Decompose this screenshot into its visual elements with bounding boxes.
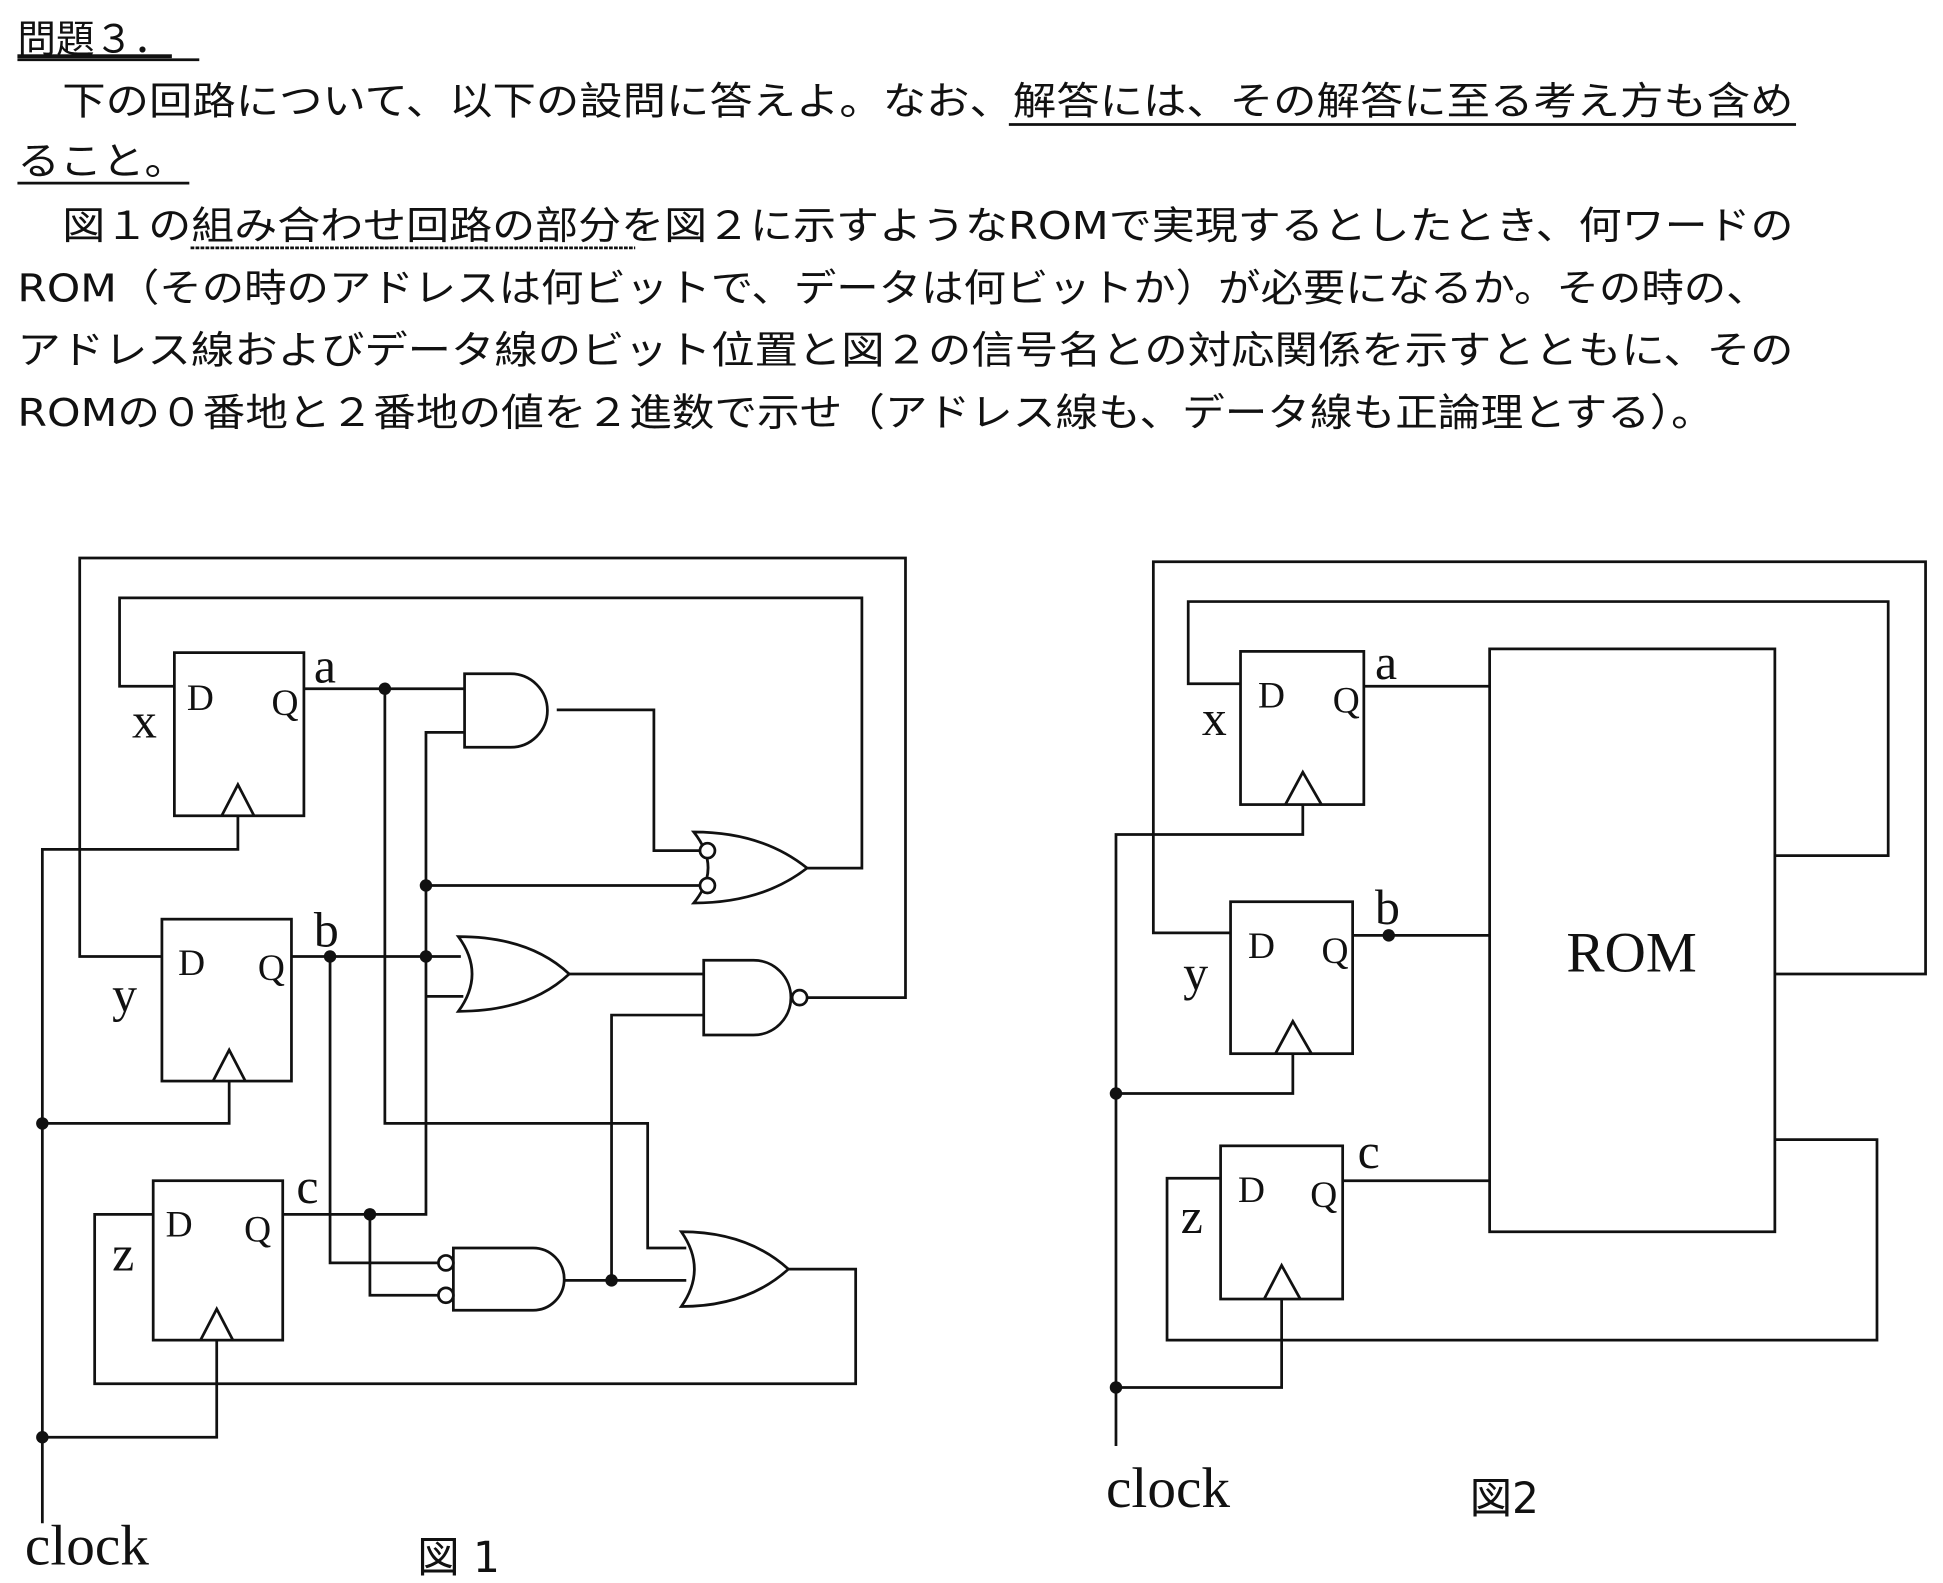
clock-wire xyxy=(1114,804,1305,1446)
clock-label: clock xyxy=(25,1514,149,1577)
line1-underlined: 解答には、その解答に至る考え方も含め xyxy=(1013,80,1794,125)
output-label-a: a xyxy=(1375,635,1397,690)
junction-dot xyxy=(323,950,337,963)
figure-2-caption: 図2 xyxy=(1470,1474,1539,1523)
clock-triangle-icon xyxy=(220,781,256,817)
wire-or3-to-z xyxy=(93,1212,858,1386)
flipflop-body xyxy=(1239,650,1366,806)
junction-dot xyxy=(1109,1087,1123,1100)
d-pin-label: D xyxy=(1238,1170,1265,1211)
or-gate-1 xyxy=(690,830,810,905)
wire-b xyxy=(291,955,461,1265)
inverter-bubble xyxy=(698,841,717,860)
d-pin-label: D xyxy=(187,678,214,719)
inverter-bubble xyxy=(437,1254,455,1272)
junction-dot xyxy=(363,1208,377,1221)
input-label-x: x xyxy=(132,693,157,748)
line3-underlined: 組み合わせ回路の部分 xyxy=(191,204,621,249)
inverter-bubble xyxy=(790,988,809,1007)
flipflop-x: D Q x a xyxy=(132,639,336,818)
nand-gate xyxy=(702,958,793,1037)
figure-1-circuit: D Q x a D Q y b D Q z c xyxy=(25,556,907,1582)
input-label-x: x xyxy=(1202,691,1227,746)
output-label-b: b xyxy=(314,903,339,958)
junction-dot xyxy=(419,950,433,963)
flipflop-z: D Q z c xyxy=(1181,1124,1380,1301)
and-gate-1 xyxy=(463,672,549,749)
wire-rom-to-x xyxy=(1186,600,1890,858)
rom-label: ROM xyxy=(1566,921,1697,984)
junction-dot xyxy=(1109,1381,1123,1394)
figure-1-caption: 図 1 xyxy=(417,1533,500,1582)
input-label-y: y xyxy=(112,967,137,1022)
wire-or1-to-x xyxy=(118,596,864,870)
problem-line-6: ROMの０番地と２番地の値を２進数で示せ（アドレス線も、データ線も正論理とする）… xyxy=(17,391,1713,436)
problem-line-5: アドレス線およびデータ線のビット位置と図２の信号名との対応関係を示すとともに、そ… xyxy=(17,329,1793,374)
wire-rom-to-z xyxy=(1165,1138,1879,1342)
problem-line-4: ROM（その時のアドレスは何ビットで、データは何ビットか）が必要になるか。その時… xyxy=(17,266,1768,311)
q-pin-label: Q xyxy=(244,1210,271,1251)
line2-underlined: ること。 xyxy=(17,139,186,184)
q-pin-label: Q xyxy=(272,683,299,724)
problem-line-1: 下の回路について、以下の設問に答えよ。なお、解答には、その解答に至る考え方も含め xyxy=(62,80,1793,125)
rom-block xyxy=(1488,647,1777,1234)
input-label-z: z xyxy=(1181,1189,1203,1244)
or-gate-3 xyxy=(678,1230,791,1308)
problem-text: 問題３． 下の回路について、以下の設問に答えよ。なお、解答には、その解答に至る考… xyxy=(17,17,1797,436)
junction-dot xyxy=(36,1117,49,1130)
q-pin-label: Q xyxy=(1333,680,1360,721)
inverter-bubble xyxy=(698,876,717,895)
q-pin-label: Q xyxy=(1321,931,1348,972)
wire-c xyxy=(282,730,700,1297)
junction-dot xyxy=(36,1431,49,1444)
line3-a: 図１の xyxy=(62,204,191,249)
line3-b: を図２に示すようなROMで実現するとしたとき、何ワードの xyxy=(621,204,1793,249)
problem-title: 問題３． xyxy=(17,17,171,62)
wire-and2-out xyxy=(562,1013,704,1282)
junction-dot xyxy=(605,1274,618,1287)
output-label-a: a xyxy=(314,639,336,694)
q-pin-label: Q xyxy=(1310,1175,1337,1216)
clock-triangle-icon xyxy=(199,1306,235,1341)
line1-plain: 下の回路について、以下の設問に答えよ。なお、 xyxy=(62,80,1013,125)
junction-dot xyxy=(1382,929,1395,942)
clock-triangle-icon xyxy=(211,1046,247,1082)
clock-triangle-icon xyxy=(1284,769,1323,806)
or-gate-2 xyxy=(455,935,572,1013)
wire-rom-to-y xyxy=(1151,560,1927,976)
problem-line-3: 図１の組み合わせ回路の部分を図２に示すようなROMで実現するとしたとき、何ワード… xyxy=(62,204,1793,249)
flipflop-x: D Q x a xyxy=(1202,635,1397,806)
clock-triangle-icon xyxy=(1262,1262,1302,1300)
and-gate-2 xyxy=(451,1246,566,1312)
clock-triangle-icon xyxy=(1274,1018,1313,1055)
flipflop-body xyxy=(1219,1144,1345,1301)
junction-dot xyxy=(419,879,433,892)
d-pin-label: D xyxy=(1248,926,1275,967)
output-label-b: b xyxy=(1375,880,1400,935)
flipflop-y: D Q y b xyxy=(1183,880,1400,1056)
input-label-y: y xyxy=(1183,946,1208,1001)
q-pin-label: Q xyxy=(258,948,285,989)
d-pin-label: D xyxy=(166,1205,193,1246)
problem-line-2: ること。 xyxy=(17,139,186,184)
flipflop-z: D Q z c xyxy=(112,1159,319,1342)
d-pin-label: D xyxy=(1258,675,1285,716)
figure-2-circuit: ROM D Q x a D Q y b D Q z c xyxy=(1106,560,1927,1523)
junction-dot xyxy=(378,682,392,695)
output-label-c: c xyxy=(296,1159,318,1214)
wire-nand-to-y xyxy=(78,556,907,999)
flipflop-y: D Q y b xyxy=(112,903,339,1083)
wire-and1-out xyxy=(556,708,700,853)
inverter-bubble xyxy=(437,1286,455,1305)
d-pin-label: D xyxy=(178,943,205,984)
output-label-c: c xyxy=(1358,1124,1380,1179)
flipflop-body xyxy=(1229,900,1354,1056)
problem-title-text: 問題３． xyxy=(17,17,171,62)
clock-wire xyxy=(40,815,240,1524)
input-label-z: z xyxy=(112,1226,134,1281)
clock-label: clock xyxy=(1106,1457,1230,1520)
